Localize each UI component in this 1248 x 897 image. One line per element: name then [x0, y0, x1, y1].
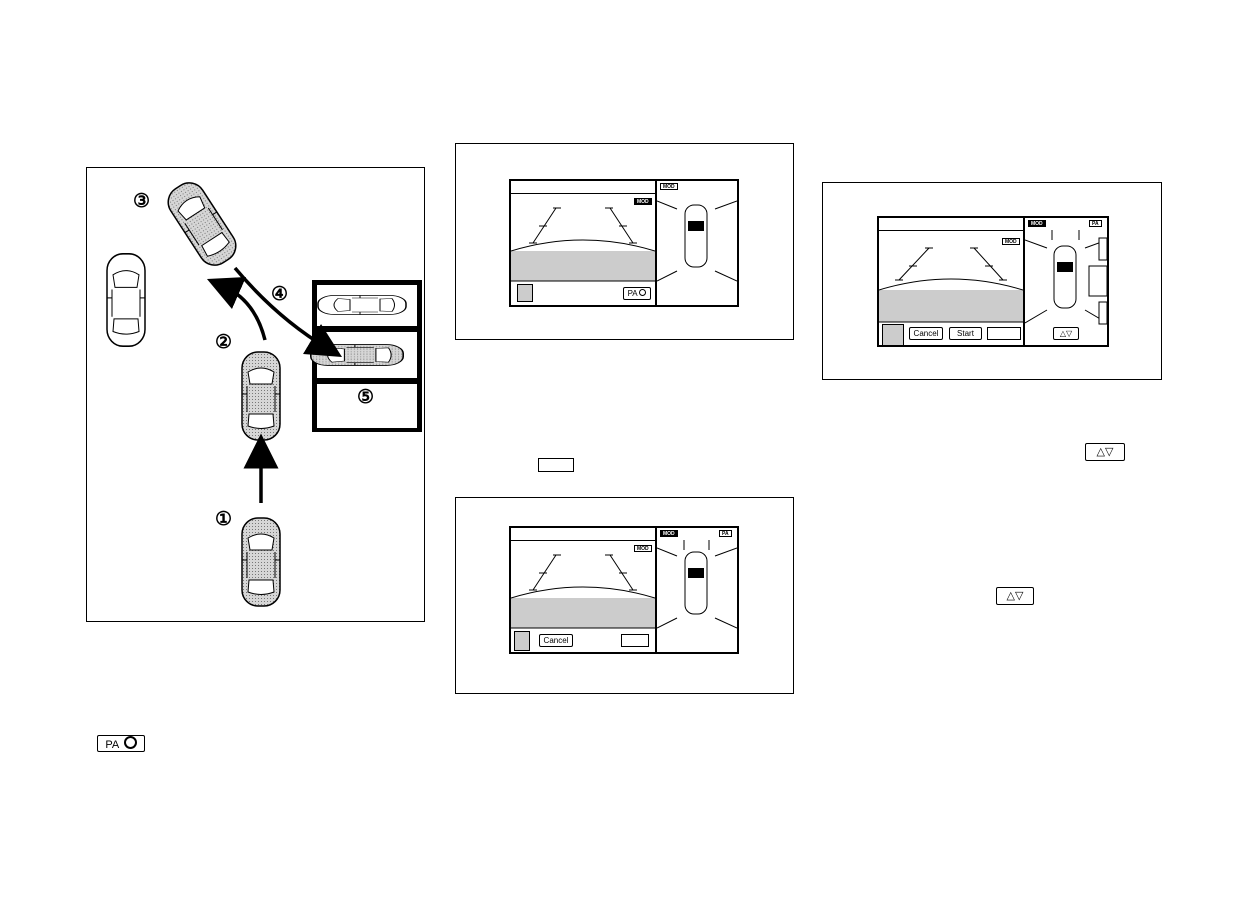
parking-mode-toggle[interactable] [987, 327, 1021, 340]
mod-indicator-small: MOD [634, 545, 652, 552]
step-2-label: ② [215, 333, 232, 353]
display-screen-top: MOD PA MOD [509, 179, 739, 307]
car-position-3 [162, 177, 242, 271]
adjust-arrows-inline-top: △▽ [1085, 443, 1125, 461]
adjust-arrows-inline-bottom: △▽ [996, 587, 1034, 605]
cancel-button[interactable]: Cancel [539, 634, 573, 647]
parked-car-left [107, 254, 145, 346]
step-4-label: ④ [271, 285, 288, 305]
adjust-arrows-button[interactable]: △▽ [1053, 327, 1079, 340]
top-down-view [657, 528, 737, 652]
around-view-monitor: MOD [657, 181, 737, 305]
rear-camera-view: MOD PA [511, 181, 657, 305]
screen-frame-bottom: MOD Cancel MOD PA [455, 497, 794, 694]
step-5-label: ⑤ [357, 388, 374, 408]
parallel-parking-icon[interactable] [621, 634, 649, 647]
screen-frame-right: MOD Cancel Start MOD PA △▽ [822, 182, 1162, 380]
camera-switch-icon[interactable] [882, 324, 904, 346]
parked-car-top [318, 296, 406, 315]
car-position-2 [242, 352, 280, 440]
display-screen-right: MOD Cancel Start MOD PA △▽ [877, 216, 1109, 347]
mod-indicator-small: MOD [1002, 238, 1020, 245]
parallel-parking-icon-inline [538, 458, 574, 472]
rear-camera-view: MOD Cancel [511, 528, 657, 652]
pa-label: PA [628, 289, 638, 298]
top-down-view [657, 181, 737, 305]
display-screen-bottom: MOD Cancel MOD PA [509, 526, 739, 654]
step-1-label: ① [215, 510, 232, 530]
around-view-monitor: MOD PA [657, 528, 737, 652]
pa-label: PA [105, 739, 118, 751]
car-position-1 [242, 518, 280, 606]
step-3-label: ③ [133, 192, 150, 212]
steering-wheel-icon [639, 289, 646, 296]
steering-wheel-icon [124, 736, 137, 749]
camera-switch-icon[interactable] [517, 284, 533, 302]
camera-switch-icon[interactable] [514, 631, 530, 651]
parking-diagram: ① ② ③ ④ ⑤ [86, 167, 425, 622]
top-down-view [1025, 218, 1107, 345]
rear-camera-view: MOD Cancel Start [879, 218, 1025, 345]
start-button[interactable]: Start [949, 327, 982, 340]
pa-steering-button[interactable]: PA [623, 287, 651, 300]
cancel-button[interactable]: Cancel [909, 327, 943, 340]
mod-indicator-small: MOD [634, 198, 652, 205]
around-view-monitor: MOD PA △▽ [1025, 218, 1107, 345]
pa-steering-button-inline: PA [97, 735, 145, 752]
parking-illustration [87, 168, 426, 623]
screen-frame-top: MOD PA MOD [455, 143, 794, 340]
